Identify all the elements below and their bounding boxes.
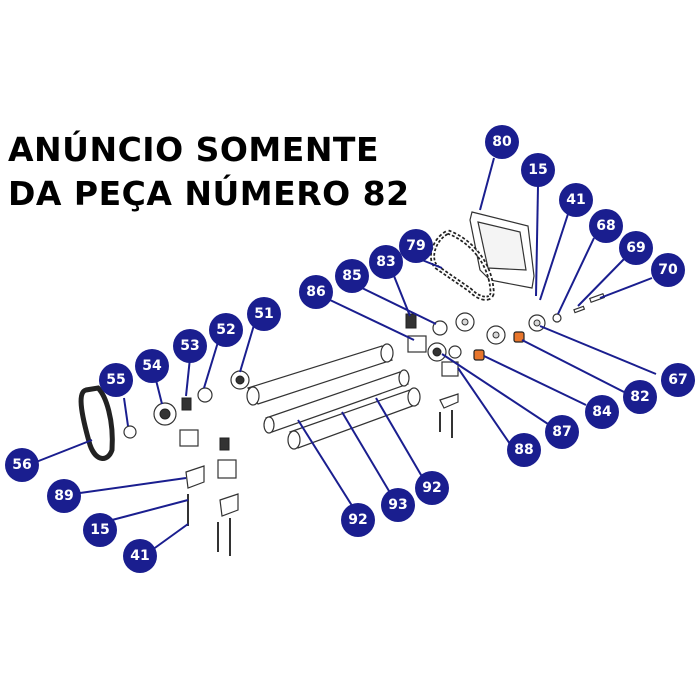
spring-53 bbox=[181, 397, 192, 411]
washer-68 bbox=[552, 313, 562, 323]
page-heading: ANÚNCIO SOMENTE DA PEÇA NÚMERO 82 bbox=[8, 128, 410, 216]
svg-text:55: 55 bbox=[106, 372, 125, 388]
svg-text:54: 54 bbox=[142, 358, 162, 374]
bracket-left-upper bbox=[185, 465, 205, 489]
spring-83 bbox=[405, 313, 417, 329]
sprocket-lower-hub bbox=[492, 331, 500, 339]
svg-text:82: 82 bbox=[630, 389, 649, 405]
guard-plate-inner bbox=[477, 221, 527, 271]
callout-92-right: 92 bbox=[415, 471, 449, 505]
svg-text:83: 83 bbox=[376, 254, 395, 270]
svg-text:53: 53 bbox=[180, 338, 199, 354]
bearing-51-core bbox=[235, 375, 245, 385]
svg-text:69: 69 bbox=[626, 240, 645, 256]
roller-lower bbox=[287, 387, 421, 450]
svg-text:92: 92 bbox=[422, 480, 441, 496]
callout-41-bottom: 41 bbox=[123, 539, 157, 573]
callout-86: 86 bbox=[299, 275, 333, 309]
callout-41-top: 41 bbox=[559, 183, 593, 217]
callout-55: 55 bbox=[99, 363, 133, 397]
ring-52 bbox=[197, 387, 213, 403]
svg-text:15: 15 bbox=[90, 522, 109, 538]
bearing-85 bbox=[432, 320, 448, 336]
callout-84: 84 bbox=[585, 395, 619, 429]
svg-text:41: 41 bbox=[566, 192, 585, 208]
bracket-right bbox=[439, 393, 459, 409]
svg-text:56: 56 bbox=[12, 457, 31, 473]
callout-56: 56 bbox=[5, 448, 39, 482]
callout-15-bottom: 15 bbox=[83, 513, 117, 547]
callout-15-top: 15 bbox=[521, 153, 555, 187]
svg-text:79: 79 bbox=[406, 238, 425, 254]
svg-text:88: 88 bbox=[514, 442, 533, 458]
svg-text:85: 85 bbox=[342, 268, 361, 284]
block-left-lower bbox=[217, 459, 237, 479]
callout-54: 54 bbox=[135, 349, 169, 383]
callout-92-left: 92 bbox=[341, 503, 375, 537]
svg-text:51: 51 bbox=[254, 306, 273, 322]
drive-chain bbox=[430, 229, 495, 301]
callout-70: 70 bbox=[651, 253, 685, 287]
svg-text:68: 68 bbox=[596, 218, 615, 234]
roller-upper bbox=[246, 343, 394, 406]
svg-text:41: 41 bbox=[130, 548, 149, 564]
block-left-upper bbox=[179, 429, 199, 447]
callout-68: 68 bbox=[589, 209, 623, 243]
sprocket-right-hub bbox=[533, 319, 541, 327]
callout-51: 51 bbox=[247, 297, 281, 331]
svg-text:15: 15 bbox=[528, 162, 547, 178]
callout-87: 87 bbox=[545, 415, 579, 449]
svg-text:93: 93 bbox=[388, 497, 407, 513]
bushing-82 bbox=[513, 331, 525, 343]
callout-89: 89 bbox=[47, 479, 81, 513]
belt-56 bbox=[78, 385, 115, 461]
svg-text:70: 70 bbox=[658, 262, 678, 278]
callout-80: 80 bbox=[485, 125, 519, 159]
callout-67: 67 bbox=[661, 363, 695, 397]
bushing-84 bbox=[473, 349, 485, 361]
roller-middle bbox=[263, 369, 410, 434]
callout-69: 69 bbox=[619, 231, 653, 265]
callout-leaders bbox=[35, 157, 657, 551]
callout-93: 93 bbox=[381, 488, 415, 522]
spring-left bbox=[219, 437, 230, 451]
bolt-69 bbox=[573, 305, 586, 314]
heading-line-1: ANÚNCIO SOMENTE bbox=[8, 130, 379, 169]
sprocket-upper-hub bbox=[461, 318, 469, 326]
svg-text:84: 84 bbox=[592, 404, 612, 420]
callout-79: 79 bbox=[399, 229, 433, 263]
callout-83: 83 bbox=[369, 245, 403, 279]
svg-text:67: 67 bbox=[668, 372, 687, 388]
parts-drawing bbox=[78, 211, 606, 556]
svg-text:87: 87 bbox=[552, 424, 571, 440]
svg-text:89: 89 bbox=[54, 488, 73, 504]
bearing-54-core bbox=[159, 408, 171, 420]
callout-53: 53 bbox=[173, 329, 207, 363]
callout-85: 85 bbox=[335, 259, 369, 293]
svg-text:80: 80 bbox=[492, 134, 512, 150]
svg-text:86: 86 bbox=[306, 284, 325, 300]
bracket-left-lower bbox=[219, 493, 239, 517]
svg-text:52: 52 bbox=[216, 322, 235, 338]
heading-line-2: DA PEÇA NÚMERO 82 bbox=[8, 174, 410, 213]
washer-55 bbox=[123, 425, 137, 439]
callout-88: 88 bbox=[507, 433, 541, 467]
callout-52: 52 bbox=[209, 313, 243, 347]
bearing-87-core bbox=[432, 347, 442, 357]
callout-82: 82 bbox=[623, 380, 657, 414]
svg-text:92: 92 bbox=[348, 512, 367, 528]
ring-88 bbox=[448, 345, 462, 359]
